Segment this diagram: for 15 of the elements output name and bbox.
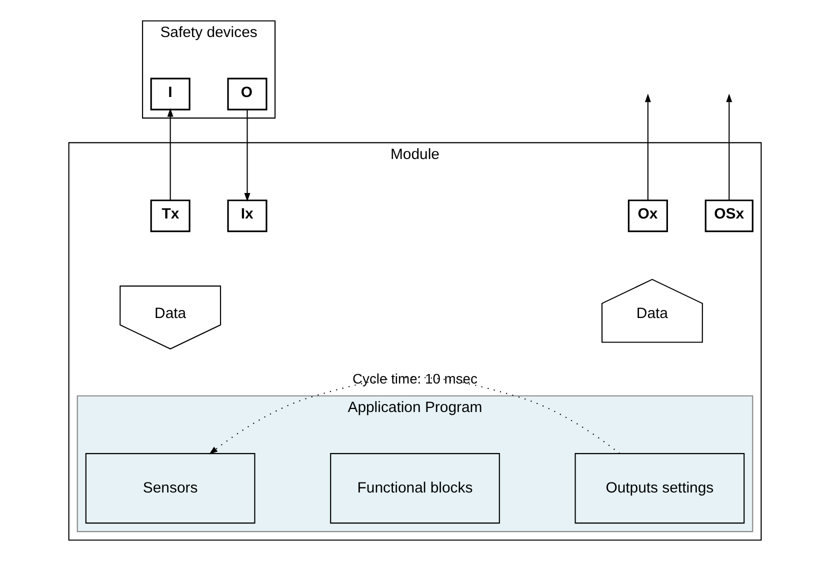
arrow [208, 376, 620, 454]
node-box: Tx [150, 200, 190, 232]
arrow [726, 94, 732, 200]
arrow [644, 94, 650, 200]
arrow [244, 110, 250, 202]
arrow [166, 108, 173, 200]
node-box: O [226, 78, 267, 110]
node-box: I [150, 78, 190, 110]
node-box: Functional blocks [330, 453, 500, 524]
node-box: OSx [704, 200, 753, 232]
node-box: Sensors [84, 453, 255, 524]
node-box: Ox [627, 200, 668, 232]
edge-label: Cycle time: 10 msec [352, 370, 477, 386]
node-box: Outputs settings [574, 453, 744, 524]
node-box: Ix [226, 200, 267, 232]
